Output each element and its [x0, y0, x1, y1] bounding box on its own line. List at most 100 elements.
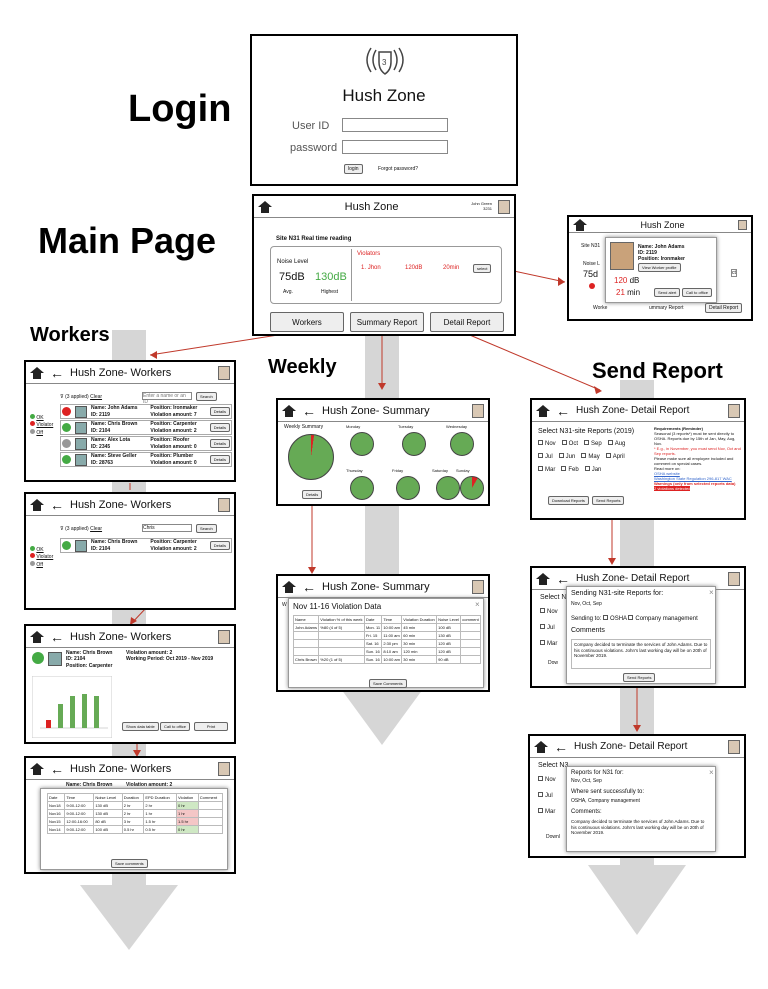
search-button[interactable]: Search: [196, 524, 217, 533]
month-mar[interactable]: Mar: [540, 640, 557, 649]
comment-input[interactable]: [460, 623, 481, 632]
download-reports-button[interactable]: Download Reports: [548, 496, 589, 505]
comment-input[interactable]: [460, 647, 481, 656]
avatar[interactable]: [728, 571, 740, 586]
back-arrow-icon[interactable]: ←: [50, 364, 64, 381]
month-checkbox[interactable]: Feb: [561, 466, 579, 473]
select-violator-button[interactable]: select: [473, 264, 492, 273]
show-data-table-button[interactable]: Show data table: [122, 722, 159, 731]
print-button[interactable]: Print: [194, 722, 228, 731]
password-input[interactable]: [342, 140, 448, 154]
home-icon[interactable]: [534, 740, 548, 753]
home-icon[interactable]: [258, 200, 272, 213]
back-arrow-icon[interactable]: ←: [302, 578, 316, 595]
back-arrow-icon[interactable]: ←: [556, 570, 570, 587]
popup-tab-summary[interactable]: ummary Report: [649, 305, 684, 311]
wac-link[interactable]: Washington State Regulation 296-817 WAC: [654, 476, 732, 481]
user-id-input[interactable]: [342, 118, 448, 132]
comments-textarea[interactable]: Company decided to terminate the service…: [571, 639, 711, 669]
details-button[interactable]: Details: [209, 407, 231, 416]
comment-input[interactable]: [197, 801, 224, 810]
popup-select[interactable]: ct: [731, 269, 737, 278]
home-icon[interactable]: [573, 218, 587, 231]
send-reports-button[interactable]: Send Reports: [592, 496, 625, 505]
avatar[interactable]: [218, 497, 230, 512]
home-icon[interactable]: [30, 366, 44, 379]
avatar[interactable]: [728, 739, 740, 754]
month-mar[interactable]: Mar: [538, 808, 555, 817]
month-jul[interactable]: Jul: [538, 792, 553, 801]
call-office-button[interactable]: Call to office: [682, 288, 712, 297]
comment-input[interactable]: [460, 655, 481, 664]
filter-clear[interactable]: Clear: [90, 394, 103, 400]
company-checkbox[interactable]: [628, 615, 634, 620]
home-icon[interactable]: [536, 572, 550, 585]
home-icon[interactable]: [282, 580, 296, 593]
details-button[interactable]: Details: [209, 455, 231, 464]
details-button[interactable]: Details: [209, 439, 231, 448]
home-icon[interactable]: [30, 498, 44, 511]
month-checkbox[interactable]: Nov: [538, 440, 556, 447]
send-alert-button[interactable]: Send alert: [654, 288, 681, 297]
login-button[interactable]: login: [344, 164, 363, 174]
worker-search-input[interactable]: Enter a name or an ID: [142, 392, 192, 405]
save-comments-button[interactable]: Save Comments: [369, 679, 407, 688]
month-checkbox[interactable]: Aug: [607, 440, 625, 447]
back-arrow-icon[interactable]: ←: [554, 738, 568, 755]
month-checkbox[interactable]: April: [605, 453, 625, 460]
comment-input[interactable]: [197, 825, 224, 834]
close-icon[interactable]: ×: [475, 600, 480, 609]
comment-input[interactable]: [460, 631, 481, 640]
avatar[interactable]: [472, 403, 484, 418]
month-checkbox[interactable]: Jan: [584, 466, 601, 473]
avatar[interactable]: [498, 199, 510, 214]
avatar[interactable]: [738, 219, 747, 230]
popup-tab-detail[interactable]: Detail Report: [705, 303, 743, 313]
close-icon[interactable]: ×: [709, 588, 714, 597]
save-comments-button[interactable]: Save comments: [111, 859, 148, 868]
filter-applied[interactable]: ⊽ (3 applied) Clear: [60, 394, 103, 400]
details-button[interactable]: Details: [209, 541, 231, 550]
comment-input[interactable]: [197, 817, 224, 826]
workers-button[interactable]: Workers: [270, 312, 344, 332]
details-button[interactable]: Details: [302, 490, 323, 499]
month-nov[interactable]: Nov: [538, 776, 556, 785]
home-icon[interactable]: [30, 762, 44, 775]
month-checkbox[interactable]: Jun: [558, 453, 575, 460]
filter-applied[interactable]: ⊽ (3 applied) Clear: [60, 526, 103, 532]
back-arrow-icon[interactable]: ←: [50, 628, 64, 645]
home-icon[interactable]: [30, 630, 44, 643]
month-checkbox[interactable]: May: [581, 453, 600, 460]
forgot-password-link[interactable]: Forgot password?: [378, 166, 419, 172]
worker-search-input[interactable]: Chris: [142, 524, 192, 532]
popup-tab-workers[interactable]: Worke: [593, 305, 608, 311]
home-icon[interactable]: [282, 404, 296, 417]
osha-checkbox[interactable]: [603, 615, 609, 620]
osha-link[interactable]: OSHA website: [654, 471, 680, 476]
close-icon[interactable]: ×: [709, 768, 714, 777]
back-arrow-icon[interactable]: ←: [302, 402, 316, 419]
avatar[interactable]: [218, 629, 230, 644]
avatar[interactable]: [218, 365, 230, 380]
month-jul[interactable]: Jul: [540, 624, 555, 633]
call-office-button[interactable]: Call to office: [160, 722, 190, 731]
details-button[interactable]: Details: [209, 423, 231, 432]
view-worker-profile-button[interactable]: View Worker profile: [638, 263, 681, 272]
month-nov[interactable]: Nov: [540, 608, 558, 617]
summary-report-button[interactable]: Summary Report: [350, 312, 424, 332]
month-checkbox[interactable]: Mar: [538, 466, 555, 473]
detail-report-button[interactable]: Detail Report: [430, 312, 504, 332]
filter-clear[interactable]: Clear: [90, 526, 103, 532]
back-arrow-icon[interactable]: ←: [556, 402, 570, 419]
download-fragment[interactable]: Dow: [548, 660, 559, 666]
avatar[interactable]: [728, 403, 740, 418]
home-icon[interactable]: [536, 404, 550, 417]
back-arrow-icon[interactable]: ←: [50, 496, 64, 513]
month-checkbox[interactable]: Jul: [538, 453, 553, 460]
month-checkbox[interactable]: Oct: [561, 440, 578, 447]
